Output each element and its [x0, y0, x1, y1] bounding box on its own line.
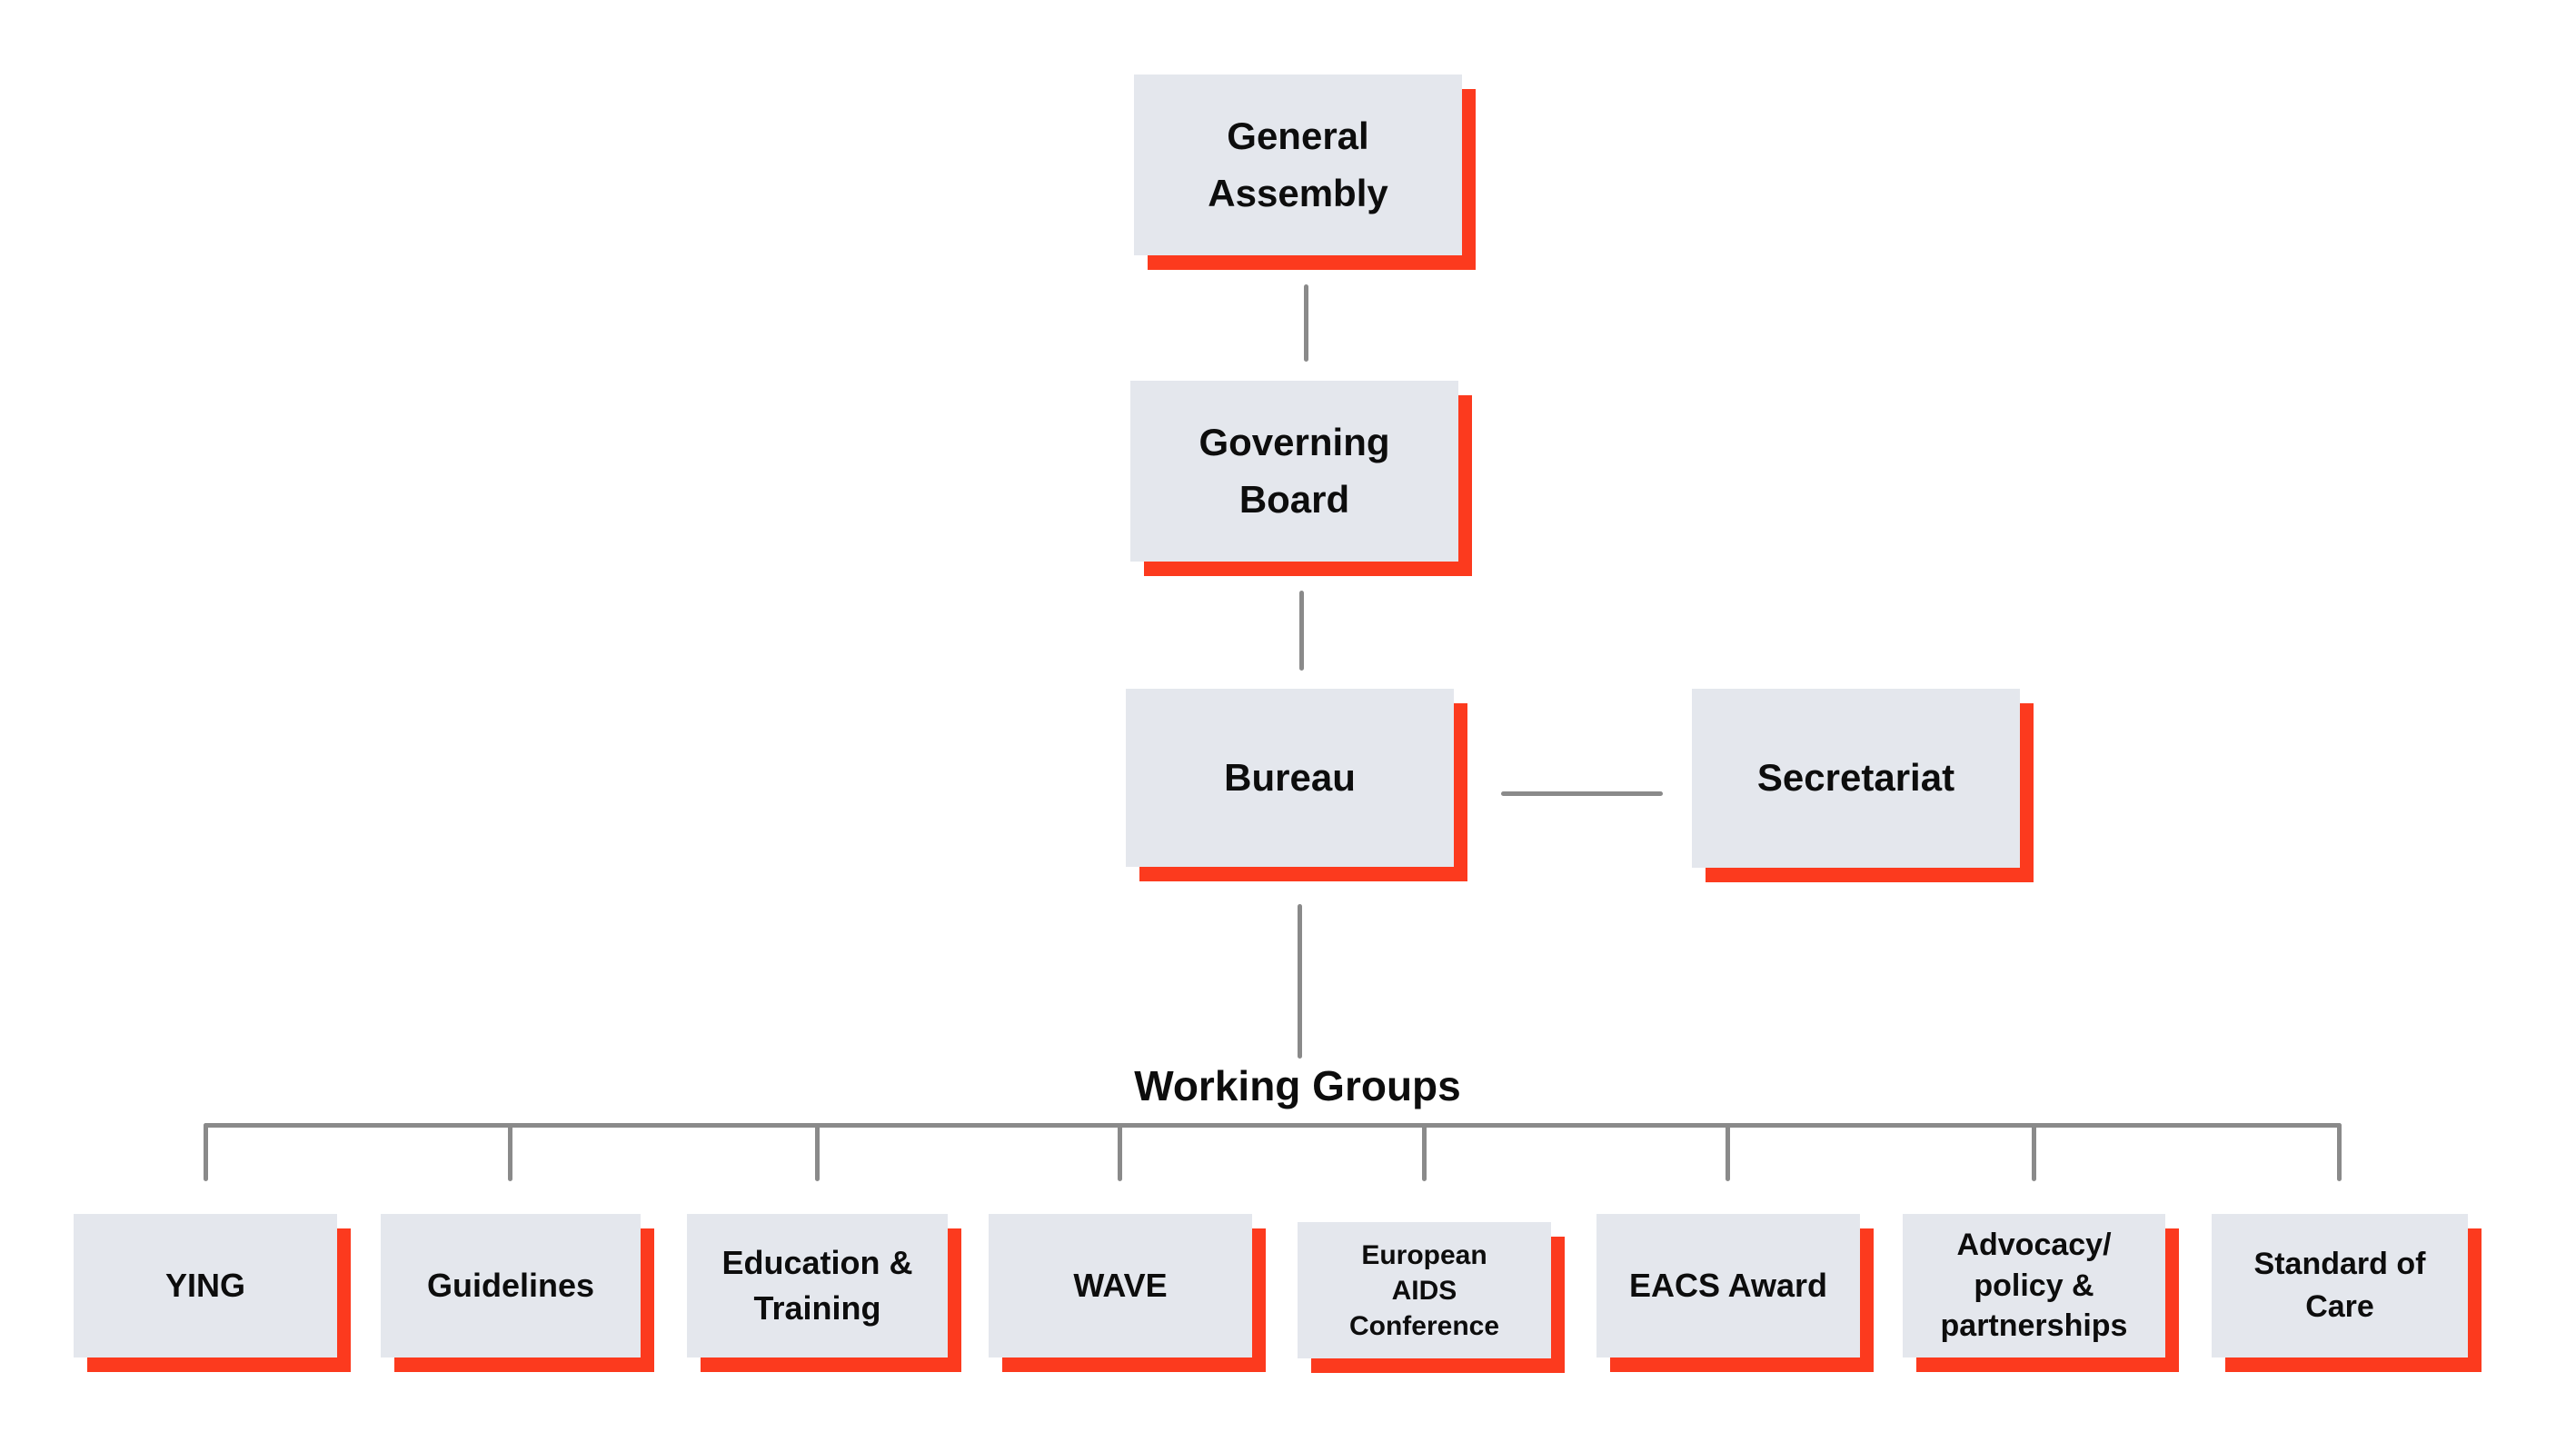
node-guidelines: Guidelines [381, 1214, 641, 1357]
node-ying: YING [74, 1214, 337, 1357]
node-governing-board-label: Governing Board [1198, 421, 1390, 521]
node-bureau-label: Bureau [1224, 755, 1356, 799]
node-governing-board: Governing Board [1130, 381, 1458, 562]
connector-drop-education-training [815, 1123, 820, 1181]
node-eacs-award-label: EACS Award [1628, 1267, 1828, 1305]
working-groups-heading: Working Groups [1134, 1062, 1461, 1109]
node-guidelines-label: Guidelines [426, 1267, 595, 1305]
connector-drop-ying [204, 1123, 208, 1181]
node-bureau: Bureau [1126, 689, 1454, 867]
connector-drop-european-aids-conference [1422, 1123, 1427, 1181]
node-wave: WAVE [989, 1214, 1252, 1357]
node-secretariat: Secretariat [1692, 689, 2020, 868]
connector-drop-guidelines [508, 1123, 512, 1181]
node-secretariat-label: Secretariat [1756, 756, 1955, 800]
node-standard-of-care: Standard of Care [2212, 1214, 2468, 1357]
node-eacs-award: EACS Award [1596, 1214, 1860, 1357]
connector-drop-eacs-award [1726, 1123, 1730, 1181]
connector-governing-board-bureau [1299, 591, 1304, 671]
node-education-training: Education & Training [687, 1214, 948, 1357]
node-education-training-label: Education & Training [721, 1244, 913, 1327]
connector-drop-wave [1118, 1123, 1122, 1181]
connector-bureau-secretariat [1501, 791, 1663, 796]
node-advocacy-policy-partnerships-label: Advocacy/ policy & partnerships [1940, 1227, 2128, 1344]
node-ying-label: YING [164, 1267, 245, 1305]
connector-drop-advocacy-policy-partnerships [2032, 1123, 2036, 1181]
node-advocacy-policy-partnerships: Advocacy/ policy & partnerships [1903, 1214, 2165, 1357]
connector-bureau-working-groups [1298, 904, 1302, 1059]
node-european-aids-conference: European AIDS Conference [1298, 1222, 1551, 1358]
node-general-assembly: General Assembly [1134, 75, 1462, 255]
node-wave-label: WAVE [1073, 1267, 1168, 1305]
node-standard-of-care-label: Standard of Care [2253, 1247, 2426, 1324]
node-european-aids-conference-label: European AIDS Conference [1348, 1239, 1500, 1341]
connector-working-groups-bus [204, 1123, 2342, 1128]
connector-drop-standard-of-care [2337, 1123, 2342, 1181]
node-general-assembly-label: General Assembly [1208, 114, 1388, 214]
connector-general-assembly-governing-board [1304, 284, 1308, 362]
